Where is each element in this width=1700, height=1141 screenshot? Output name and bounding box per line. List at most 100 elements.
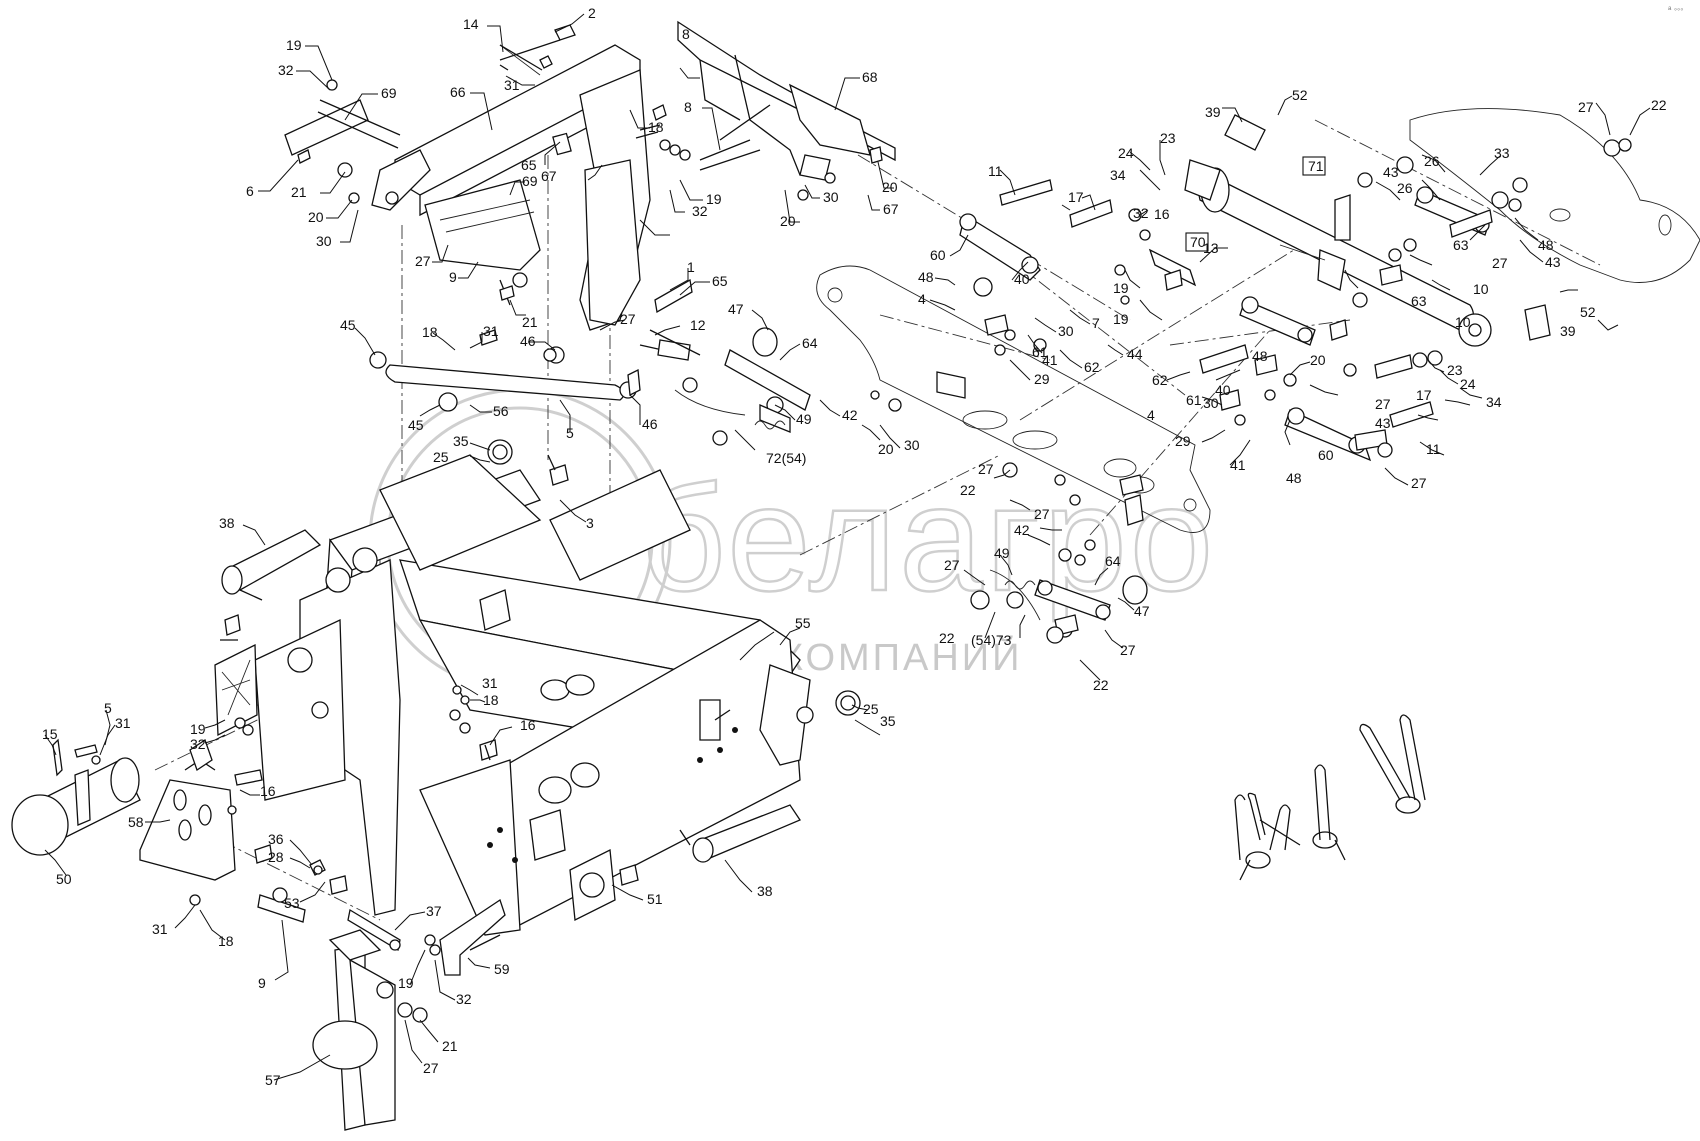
boxed-label: 70 xyxy=(1190,234,1206,250)
part-callout-l50: 38 xyxy=(219,515,235,531)
part-callout-l140: 32 xyxy=(456,991,472,1007)
leader-lines xyxy=(44,13,1651,1081)
part-callout-l106: 11 xyxy=(1426,441,1441,457)
part-callout-l141: 59 xyxy=(494,961,510,977)
part-callout-l48: 35 xyxy=(453,433,469,449)
small-hardware xyxy=(52,24,1632,1023)
part-callout-l84: 10 xyxy=(1473,281,1489,297)
part-callout-l9: 68 xyxy=(862,69,878,85)
part-callout-l93: 62 xyxy=(1152,372,1168,388)
part-callout-l27: 1 xyxy=(687,259,695,275)
part-callout-l78: 27 xyxy=(1578,99,1594,115)
part-callout-l55: 40 xyxy=(1014,271,1030,287)
part-callout-l115: 47 xyxy=(1134,603,1150,619)
part-callout-l67: 13 xyxy=(1203,240,1219,256)
part-callout-l26: 9 xyxy=(449,269,457,285)
part-callout-l34: 31 xyxy=(483,323,499,339)
part-callout-l32: 45 xyxy=(340,317,356,333)
pin-38-lower xyxy=(679,804,801,863)
part-callout-l17: 30 xyxy=(316,233,332,249)
part-callout-l96: 27 xyxy=(1375,396,1391,412)
part-callout-l79: 22 xyxy=(1651,97,1667,113)
part-callout-l82: 43 xyxy=(1545,254,1561,270)
part-callout-l59: 41 xyxy=(1042,352,1058,368)
part-callout-l12: 6 xyxy=(246,183,254,199)
side-plate-outline xyxy=(816,265,1211,533)
light-unit-51 xyxy=(569,848,639,922)
part-callout-l24: 67 xyxy=(883,201,899,217)
part-callout-l52: 17 xyxy=(1068,189,1084,205)
part-callout-l128: 16 xyxy=(520,717,536,733)
part-callout-l6: 69 xyxy=(381,85,397,101)
part-callout-l1: 2 xyxy=(588,5,596,21)
part-callout-l114: 27 xyxy=(944,557,960,573)
central-link-plates xyxy=(674,327,811,446)
part-callout-l3: 19 xyxy=(286,37,302,53)
part-callout-l102: 29 xyxy=(1175,433,1191,449)
part-callout-l65: 19 xyxy=(1113,280,1129,296)
part-callout-l75: 26 xyxy=(1397,180,1413,196)
part-callout-l19: 19 xyxy=(706,191,722,207)
part-callout-l47: 25 xyxy=(433,449,449,465)
part-callout-l13: 21 xyxy=(291,184,307,200)
part-callout-l80: 48 xyxy=(1538,237,1554,253)
part-callout-l92: 20 xyxy=(1310,352,1326,368)
part-callout-l122: 18 xyxy=(483,692,499,708)
part-callout-l118: 27 xyxy=(1120,642,1136,658)
part-callout-l20: 32 xyxy=(692,203,708,219)
part-callout-l104: 48 xyxy=(1286,470,1302,486)
part-callout-l117: (54)73 xyxy=(971,632,1012,648)
part-callout-l25: 27 xyxy=(415,253,431,269)
part-callout-l30: 27 xyxy=(620,311,636,327)
part-callout-l28: 65 xyxy=(712,273,728,289)
part-callout-l90: 24 xyxy=(1460,376,1476,392)
part-callout-l76: 26 xyxy=(1424,153,1440,169)
part-callout-l85: 63 xyxy=(1411,293,1427,309)
boxed-labels: 71 70 xyxy=(1185,156,1326,252)
part-callout-l62: 62 xyxy=(1084,359,1100,375)
part-callout-l131: 50 xyxy=(56,871,72,887)
part-callout-l46: 30 xyxy=(904,437,920,453)
part-callout-l97: 43 xyxy=(1375,415,1391,431)
part-callout-l95: 40 xyxy=(1215,382,1231,398)
watermark: белагро ГРУППА КОМПАНИЙ xyxy=(368,388,1214,692)
part-callout-l8: 8 xyxy=(682,26,690,42)
pin-38-upper xyxy=(221,529,322,601)
part-callout-l111: 42 xyxy=(1014,522,1030,538)
part-callout-l110: 27 xyxy=(1034,506,1050,522)
part-callout-l138: 9 xyxy=(258,975,266,991)
part-callout-l43: 42 xyxy=(842,407,858,423)
part-callout-l11: 8 xyxy=(684,99,692,115)
part-callout-l64: 16 xyxy=(1154,206,1170,222)
part-callout-l44: 72(54) xyxy=(766,450,806,466)
part-callout-l23: 20 xyxy=(882,179,898,195)
link-60-upper xyxy=(959,213,1041,297)
part-callout-l124: 31 xyxy=(115,715,131,731)
part-callout-l31: 12 xyxy=(690,317,706,333)
part-callout-l135: 31 xyxy=(152,921,168,937)
cylinder-50 xyxy=(11,757,141,856)
reflector-plate xyxy=(214,643,258,737)
part-callout-l148: 51 xyxy=(647,891,663,907)
part-callout-l134: 53 xyxy=(284,895,300,911)
upper-frame-assembly xyxy=(284,39,651,331)
part-callout-l137: 37 xyxy=(426,903,442,919)
part-callout-l53: 60 xyxy=(930,247,946,263)
part-callout-l72: 24 xyxy=(1118,145,1134,161)
part-callout-l29: 21 xyxy=(522,314,538,330)
part-callout-l70: 52 xyxy=(1292,87,1308,103)
part-callout-l40: 5 xyxy=(566,425,574,441)
part-callout-l120: 55 xyxy=(795,615,811,631)
part-callout-l119: 22 xyxy=(1093,677,1109,693)
part-callout-l5: 31 xyxy=(504,77,520,93)
part-callout-l116: 22 xyxy=(939,630,955,646)
support-stand-57 xyxy=(312,929,396,1131)
part-callout-l129: 16 xyxy=(260,783,276,799)
part-callout-l56: 4 xyxy=(918,291,926,307)
part-callout-l127: 32 xyxy=(190,736,206,752)
part-callout-l112: 64 xyxy=(1105,553,1121,569)
part-callout-l69: 39 xyxy=(1205,104,1221,120)
